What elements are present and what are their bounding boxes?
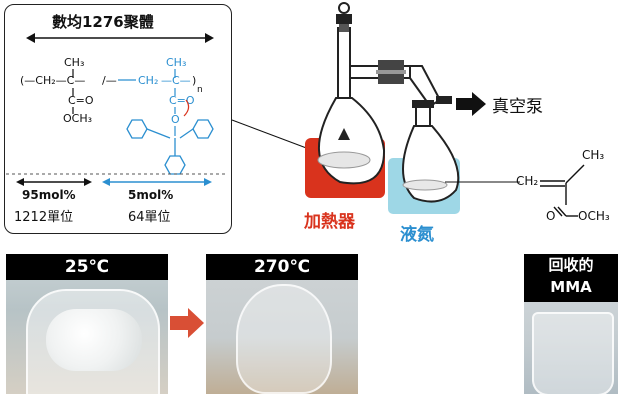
right-close-paren: ) — [192, 74, 196, 87]
photo-mma-label-line2: MMA — [550, 278, 592, 296]
title-arrow-right-head — [205, 33, 214, 43]
cleavage-arrow — [183, 99, 190, 117]
seg1-units: 1212單位 — [14, 210, 74, 225]
seg1-percent: 95mol% — [22, 188, 76, 202]
vacuum-pump-label: 真空泵 — [492, 97, 543, 117]
photo-mma-label: 回收的 MMA — [524, 254, 618, 302]
heating-arrow — [170, 308, 204, 338]
right-backbone-c: —C— — [161, 74, 191, 87]
solid-pellets — [46, 309, 142, 371]
top-stopper — [338, 2, 350, 14]
photo-270c-label: 270℃ — [206, 254, 358, 280]
left-unit-separator: /— — [102, 74, 117, 87]
mma-ch2-label: CH₂ — [516, 174, 539, 188]
pump-arrow — [456, 92, 486, 116]
right-flask-liquid — [402, 179, 448, 191]
distillation-apparatus — [231, 2, 585, 217]
mma-ch3-label: CH₃ — [582, 148, 605, 162]
trityl-group — [126, 119, 214, 175]
polymer-structure-panel — [4, 4, 232, 234]
right-ch3-label: CH₃ — [166, 56, 186, 69]
vial — [532, 312, 614, 394]
photo-25c: 25℃ — [6, 254, 168, 394]
left-backbone-open: (—CH₂—C— — [20, 74, 85, 87]
seg2-units: 64單位 — [128, 210, 171, 225]
heater-label: 加熱器 — [304, 212, 355, 232]
mma-o-label: O — [546, 209, 556, 223]
right-ch2-label: CH₂ — [138, 74, 158, 87]
left-ester-methyl: OCH₃ — [63, 112, 92, 125]
polymer-structure-diagram: CH₃ (—CH₂—C— C=O OCH₃ /— CH₃ CH₂ —C— ) n… — [6, 33, 226, 186]
photo-mma-label-line1: 回收的 — [548, 256, 594, 274]
left-flask-solid — [317, 151, 371, 169]
photo-270c: 270℃ — [206, 254, 358, 394]
polymer-title: 數均1276聚體 — [52, 13, 154, 31]
photo-recovered-mma: 回收的 MMA — [524, 254, 618, 394]
right-ester-o: O — [171, 113, 180, 126]
left-ch3-label: CH₃ — [64, 56, 84, 69]
title-arrow-left-head — [26, 33, 35, 43]
mma-och3-label: OCH₃ — [578, 209, 610, 223]
left-ester-c: C=O — [68, 94, 94, 107]
mma-structure — [540, 164, 585, 217]
photo-25c-label: 25℃ — [6, 254, 168, 280]
right-n-subscript: n — [197, 85, 203, 95]
coolant-label: 液氮 — [400, 225, 434, 245]
seg2-percent: 5mol% — [128, 188, 174, 202]
flask-silhouette — [236, 284, 332, 394]
left-flask-stirbar — [338, 128, 350, 140]
